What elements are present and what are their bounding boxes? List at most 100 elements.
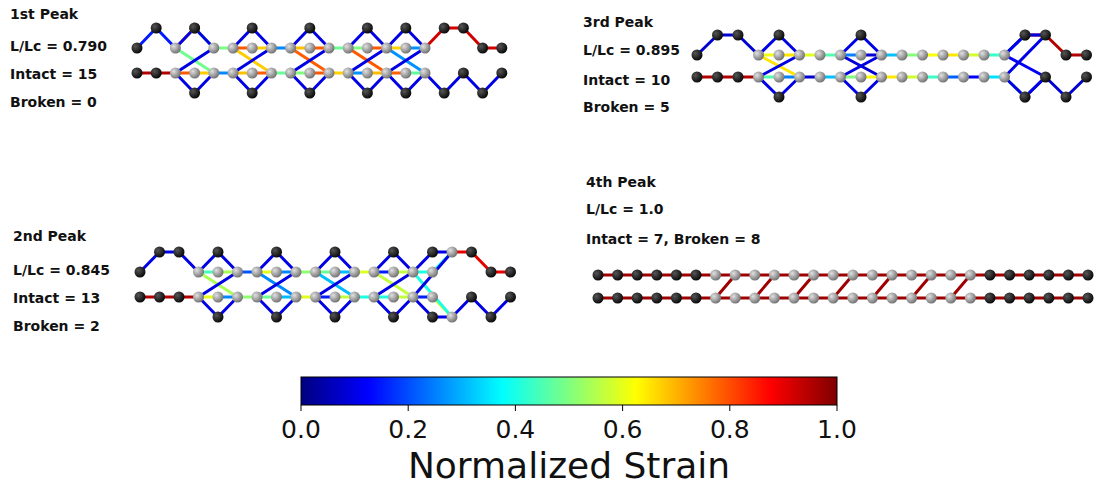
chain-pair <box>692 30 1093 103</box>
bead <box>388 247 399 258</box>
bead <box>271 247 282 258</box>
bead <box>400 88 411 99</box>
bead <box>876 50 887 61</box>
bead <box>252 267 263 278</box>
panel-label: 4th Peak <box>586 175 656 190</box>
bead <box>369 267 380 278</box>
bead <box>938 72 949 83</box>
bead <box>1083 293 1094 304</box>
bead <box>712 72 723 83</box>
bead <box>408 292 419 303</box>
bead <box>330 292 341 303</box>
bead <box>193 267 204 278</box>
bead <box>285 43 296 54</box>
bond <box>1005 55 1046 77</box>
panel-label: Broken = 5 <box>583 100 670 115</box>
panel-label: L/Lc = 0.790 <box>10 39 107 54</box>
bead <box>730 270 741 281</box>
bead <box>1020 92 1031 103</box>
bead <box>897 50 908 61</box>
bead <box>692 50 703 61</box>
bead <box>420 68 431 79</box>
bead <box>979 50 990 61</box>
bead <box>271 292 282 303</box>
bead <box>887 270 898 281</box>
bead <box>349 292 360 303</box>
panel-label: Intact = 10 <box>583 73 670 88</box>
bead <box>381 68 392 79</box>
bead <box>749 270 760 281</box>
bead <box>958 50 969 61</box>
bead <box>1024 270 1035 281</box>
panel-label: Intact = 15 <box>10 67 97 82</box>
tick-label: 0.8 <box>710 416 750 444</box>
bead <box>252 292 263 303</box>
bead <box>427 312 438 323</box>
bead <box>856 30 867 41</box>
bead <box>388 292 399 303</box>
bead <box>794 50 805 61</box>
bead <box>132 68 143 79</box>
bead <box>388 267 399 278</box>
panel-label: 3rd Peak <box>583 15 653 30</box>
bead <box>1020 30 1031 41</box>
bead <box>193 292 204 303</box>
bead <box>505 267 516 278</box>
bead <box>447 312 458 323</box>
bead <box>174 247 185 258</box>
chain-pair <box>132 23 508 99</box>
bead <box>965 293 976 304</box>
panel-label: 2nd Peak <box>13 229 86 244</box>
bead <box>135 267 146 278</box>
bead <box>733 30 744 41</box>
tick-label: 0.2 <box>388 416 428 444</box>
bead <box>789 270 800 281</box>
bead <box>427 292 438 303</box>
bead <box>876 72 887 83</box>
bead <box>304 88 315 99</box>
bead <box>247 88 258 99</box>
bead <box>1020 30 1031 41</box>
bead <box>213 312 224 323</box>
bead <box>369 292 380 303</box>
bead <box>247 23 258 34</box>
bead <box>427 247 438 258</box>
bead <box>330 247 341 258</box>
bead <box>362 88 373 99</box>
bead <box>867 293 878 304</box>
colorbar-tick <box>301 405 302 411</box>
bead <box>154 247 165 258</box>
bead <box>999 72 1010 83</box>
bead <box>897 72 908 83</box>
bead <box>926 270 937 281</box>
bead <box>691 293 702 304</box>
bead <box>458 68 469 79</box>
bead <box>304 68 315 79</box>
bead <box>1081 72 1092 83</box>
bead <box>266 68 277 79</box>
bead <box>835 72 846 83</box>
bead <box>285 68 296 79</box>
bead <box>400 43 411 54</box>
bead <box>1040 30 1051 41</box>
bead <box>132 43 143 54</box>
bead <box>789 293 800 304</box>
colorbar-tick <box>837 405 838 411</box>
bead <box>749 293 760 304</box>
bead <box>1020 92 1031 103</box>
bead <box>1083 270 1094 281</box>
bead <box>945 270 956 281</box>
bead <box>496 43 507 54</box>
bead <box>154 292 165 303</box>
bead <box>847 293 858 304</box>
bead <box>917 50 928 61</box>
bead <box>291 292 302 303</box>
bead <box>330 312 341 323</box>
bead <box>808 270 819 281</box>
bead <box>774 72 785 83</box>
tick-label: 0.4 <box>496 416 536 444</box>
bond <box>413 252 452 297</box>
bead <box>271 312 282 323</box>
bead <box>466 247 477 258</box>
bead <box>486 312 497 323</box>
